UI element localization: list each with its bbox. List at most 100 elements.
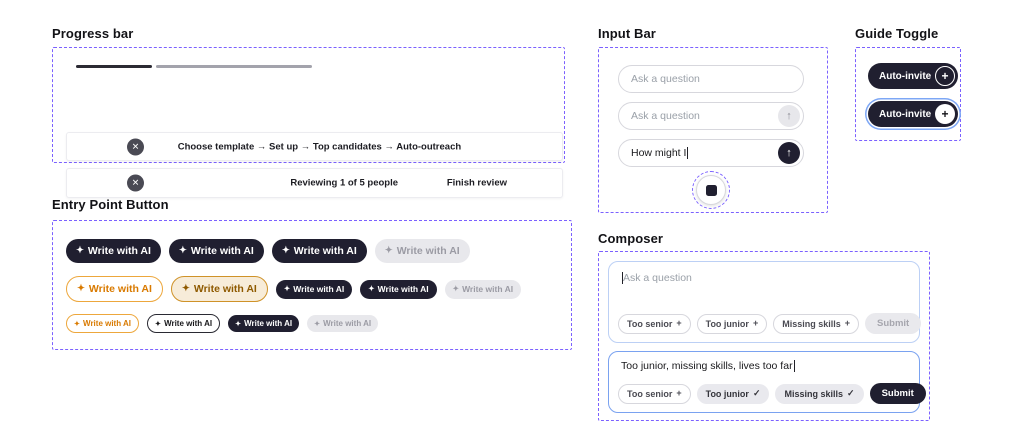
plus-icon: + xyxy=(676,388,682,398)
composer-chip-row: Too senior + Too junior ✓ Missing skills… xyxy=(618,383,926,404)
progress-review-bar: ✕ Reviewing 1 of 5 people Finish review xyxy=(66,168,563,198)
arrow-up-icon: ↑ xyxy=(786,147,792,159)
write-with-ai-button-primary[interactable]: ✦ Write with AI xyxy=(168,239,264,263)
close-button[interactable]: ✕ xyxy=(127,174,144,192)
composer-input-line[interactable]: Ask a question xyxy=(621,272,692,284)
plus-icon: + xyxy=(752,318,759,328)
write-with-ai-button-tiny-dark[interactable]: ✦ Write with AI xyxy=(228,315,300,332)
toggle-knob[interactable]: + xyxy=(935,66,955,86)
chip-too-junior-selected[interactable]: Too junior ✓ xyxy=(696,383,770,404)
question-input-filled[interactable]: How might I ↑ xyxy=(618,139,804,167)
stop-button-selection-ring xyxy=(692,171,730,209)
progress-segment-remaining xyxy=(156,65,312,68)
sparkle-icon: ✦ xyxy=(178,245,187,257)
write-with-ai-button-tiny-disabled[interactable]: ✦ Write with AI xyxy=(307,315,379,332)
send-button-inactive[interactable]: ↑ xyxy=(778,105,800,127)
auto-invite-label: Auto-invite xyxy=(879,108,932,120)
plus-icon: + xyxy=(941,69,949,83)
ask-question-input[interactable]: Ask a question xyxy=(618,65,804,93)
component-frame-composer xyxy=(598,251,930,421)
chip-label: Too junior xyxy=(705,318,749,329)
write-with-ai-button-primary[interactable]: ✦ Write with AI xyxy=(66,239,161,263)
component-frame-input-bar xyxy=(598,47,828,213)
chip-too-junior[interactable]: Too junior + xyxy=(696,313,768,334)
component-frame-progress-bar: ✕ Choose template → Set up → Top candida… xyxy=(52,47,565,198)
sparkle-icon: ✦ xyxy=(452,284,460,294)
write-with-ai-label: Write with AI xyxy=(396,245,460,257)
chip-missing-skills-selected[interactable]: Missing skills ✓ xyxy=(775,383,864,404)
arrow-up-icon: ↑ xyxy=(786,110,792,122)
write-with-ai-button-outline-orange-pressed[interactable]: ✦ Write with AI xyxy=(170,276,268,302)
write-with-ai-label: Write with AI xyxy=(244,319,293,328)
sparkle-icon: ✦ xyxy=(368,284,375,294)
input-placeholder: Ask a question xyxy=(631,73,700,85)
toggle-knob[interactable]: + xyxy=(935,104,955,124)
write-with-ai-label: Write with AI xyxy=(83,319,132,328)
write-with-ai-label: Write with AI xyxy=(377,284,429,294)
write-with-ai-label: Write with AI xyxy=(88,283,152,295)
plus-icon: + xyxy=(941,107,949,121)
write-with-ai-label: Write with AI xyxy=(293,245,357,257)
close-button[interactable]: ✕ xyxy=(127,138,144,155)
stop-button[interactable] xyxy=(696,175,726,205)
sparkle-icon: ✦ xyxy=(314,318,321,328)
write-with-ai-button-outline-orange[interactable]: ✦ Write with AI xyxy=(66,276,163,302)
entry-button-row-2: ✦ Write with AI ✦ Write with AI ✦ Write … xyxy=(66,276,522,302)
write-with-ai-label: Write with AI xyxy=(87,245,151,257)
sparkle-icon: ✦ xyxy=(76,245,84,257)
finish-review-link[interactable]: Finish review xyxy=(446,177,507,189)
section-title-entry-point-button: Entry Point Button xyxy=(52,197,169,212)
write-with-ai-button-small-disabled[interactable]: ✦ Write with AI xyxy=(444,279,522,299)
input-value: How might I xyxy=(631,147,687,159)
chip-label: Too senior xyxy=(627,388,673,399)
auto-invite-toggle-focused[interactable]: Auto-invite + xyxy=(868,101,958,127)
write-with-ai-label: Write with AI xyxy=(164,319,213,328)
composer-empty[interactable]: Ask a question Too senior + Too junior +… xyxy=(608,261,922,343)
sparkle-icon: ✦ xyxy=(155,318,162,328)
chip-label: Too senior xyxy=(627,318,673,329)
write-with-ai-label: Write with AI xyxy=(193,283,257,295)
plus-icon: + xyxy=(676,318,682,328)
input-placeholder: Ask a question xyxy=(631,110,700,122)
section-title-composer: Composer xyxy=(598,231,664,246)
sparkle-icon: ✦ xyxy=(235,318,242,328)
composer-value: Too junior, missing skills, lives too fa… xyxy=(621,360,793,372)
review-status-text: Reviewing 1 of 5 people xyxy=(290,177,399,189)
progress-steps-text: Choose template → Set up → Top candidate… xyxy=(177,141,462,152)
component-frame-guide-toggle xyxy=(855,47,961,141)
plus-icon: + xyxy=(844,318,850,328)
progress-segment-complete xyxy=(76,65,152,68)
composer-chip-row: Too senior + Too junior + Missing skills… xyxy=(618,313,922,334)
write-with-ai-button-small[interactable]: ✦ Write with AI xyxy=(360,279,437,299)
write-with-ai-button-tiny-orange[interactable]: ✦ Write with AI xyxy=(66,314,140,333)
chip-too-senior[interactable]: Too senior + xyxy=(618,383,691,404)
send-button-active[interactable]: ↑ xyxy=(778,142,800,164)
entry-button-row-1: ✦ Write with AI ✦ Write with AI ✦ Write … xyxy=(66,239,470,263)
chip-missing-skills[interactable]: Missing skills + xyxy=(773,313,859,334)
text-cursor xyxy=(622,272,623,284)
sparkle-icon: ✦ xyxy=(181,283,190,295)
write-with-ai-button-disabled[interactable]: ✦ Write with AI xyxy=(374,239,470,263)
composer-input-line[interactable]: Too junior, missing skills, lives too fa… xyxy=(621,360,795,372)
text-cursor xyxy=(793,360,795,372)
section-title-input-bar: Input Bar xyxy=(598,26,656,41)
chip-label: Missing skills xyxy=(784,388,844,399)
sparkle-icon: ✦ xyxy=(281,245,290,257)
chip-label: Missing skills xyxy=(782,318,841,329)
write-with-ai-button-tiny-outline[interactable]: ✦ Write with AI xyxy=(147,314,221,333)
submit-button-active[interactable]: Submit xyxy=(869,383,926,404)
write-with-ai-label: Write with AI xyxy=(293,284,345,294)
chip-label: Too junior xyxy=(705,388,749,399)
ask-question-input-with-send[interactable]: Ask a question ↑ xyxy=(618,102,804,130)
submit-button-disabled[interactable]: Submit xyxy=(865,313,922,334)
progress-track xyxy=(76,65,312,68)
sparkle-icon: ✦ xyxy=(77,283,85,295)
text-cursor xyxy=(687,147,689,159)
write-with-ai-label: Write with AI xyxy=(323,319,372,328)
write-with-ai-button-small[interactable]: ✦ Write with AI xyxy=(275,279,353,299)
composer-filled[interactable]: Too junior, missing skills, lives too fa… xyxy=(608,351,926,413)
write-with-ai-label: Write with AI xyxy=(190,245,254,257)
write-with-ai-button-primary[interactable]: ✦ Write with AI xyxy=(271,239,367,263)
auto-invite-toggle[interactable]: Auto-invite + xyxy=(868,63,958,89)
chip-too-senior[interactable]: Too senior + xyxy=(618,313,691,334)
